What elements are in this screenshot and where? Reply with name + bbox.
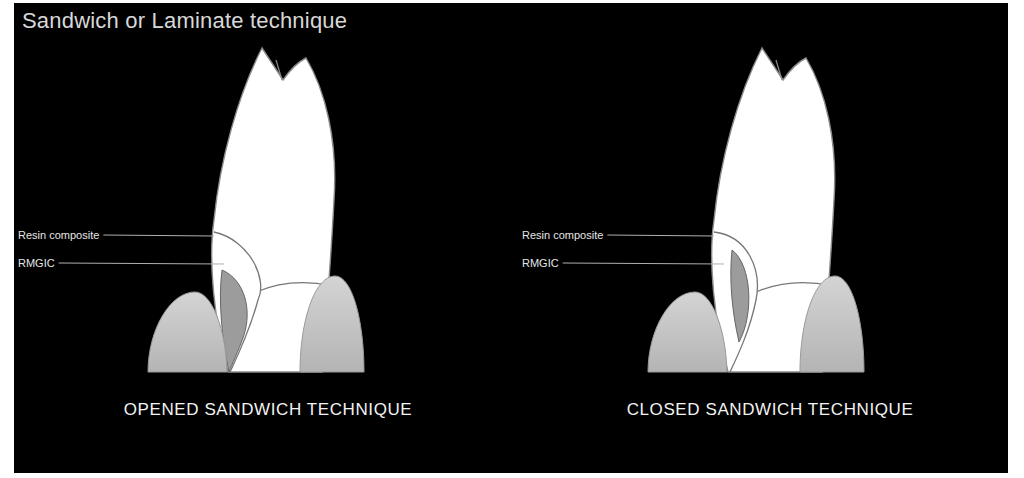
- leader-lines: [59, 235, 724, 264]
- diagram-title: Sandwich or Laminate technique: [22, 8, 347, 34]
- closed-tooth: [648, 48, 864, 372]
- leader-line: [59, 263, 224, 264]
- opened-tooth: [148, 48, 364, 372]
- part-label: RMGIC: [522, 257, 559, 269]
- part-label: RMGIC: [18, 257, 55, 269]
- technique-caption: CLOSED SANDWICH TECHNIQUE: [627, 400, 914, 420]
- leader-line: [563, 263, 724, 264]
- technique-caption: OPENED SANDWICH TECHNIQUE: [124, 400, 413, 420]
- leader-line: [607, 235, 714, 236]
- part-label: Resin composite: [18, 229, 99, 241]
- part-label: Resin composite: [522, 229, 603, 241]
- leader-line: [103, 235, 214, 236]
